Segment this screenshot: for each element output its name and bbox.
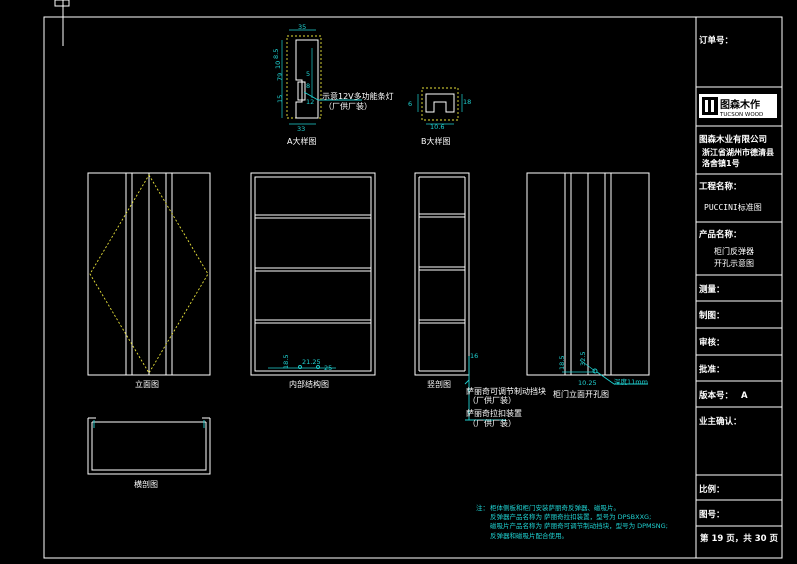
- approve-label: 批准：: [699, 364, 725, 375]
- logo-mark: [702, 97, 718, 115]
- logo-en: TUCSON WOOD: [719, 112, 763, 118]
- detail-b-dim-left: 6: [408, 100, 412, 108]
- review-label: 审核：: [699, 337, 725, 348]
- notes-line-3: 磁吸片产品名称为 萨丽奇可调节制动挡块，型号为 DPMSNG;: [490, 521, 668, 530]
- detail-a-dim-left-4: 15: [276, 95, 284, 103]
- detail-a-dim-left-3: 79: [276, 73, 284, 81]
- version-label: 版本号：: [698, 390, 733, 401]
- internal-title: 内部结构图: [289, 379, 329, 389]
- elevation-drawing: [87, 172, 211, 376]
- detail-a-note-2: （厂供厂装）: [324, 101, 372, 111]
- notes-line-2: 反弹器产品名称为 萨丽奇拉扣装置，型号为 DPSBXXG;: [490, 512, 651, 521]
- detail-a-note-1: 示意12V多功能条灯: [322, 91, 394, 101]
- horizontal-section-drawing: [87, 417, 211, 475]
- section-dim: 16: [470, 352, 478, 360]
- door-hole-title: 柜门立面开孔图: [553, 389, 609, 399]
- detail-a-title: A大样图: [287, 136, 316, 146]
- product-value-2: 开孔示意图: [714, 258, 754, 268]
- title-block-frame: [695, 16, 783, 559]
- detail-a-dim-mid-2: 8: [306, 82, 310, 90]
- notes-line-1: 柜体侧板和柜门安装萨丽奇反弹器、磁吸片。: [490, 503, 620, 512]
- detail-a-dim-bottom: 33: [297, 125, 305, 133]
- project-label: 工程名称：: [699, 181, 742, 192]
- company-address-1: 浙江省湖州市德清县: [702, 147, 774, 157]
- door-hole-drawing: [526, 172, 650, 385]
- detail-a-dim-mid-3: 12: [306, 98, 314, 106]
- drill-depth-callout: 深度11mm: [614, 377, 648, 386]
- door-dim-1: 18.5: [558, 356, 566, 370]
- logo-cn: 图森木作: [720, 98, 760, 111]
- title-block-rows: [696, 86, 782, 527]
- horizontal-section-title: 横剖图: [134, 479, 158, 489]
- hinge-callout-2: （厂供厂装）: [468, 395, 516, 405]
- scale-label: 比例：: [699, 484, 725, 495]
- internal-dim-2: 21.25: [302, 358, 321, 366]
- detail-a-dim-left-1: 8.5: [272, 49, 280, 59]
- detail-b-dim-right: 18: [463, 98, 471, 106]
- company-name: 图森木业有限公司: [699, 134, 767, 145]
- version-value: A: [741, 391, 748, 401]
- internal-structure-drawing: [250, 172, 376, 376]
- detail-a-dim-mid-1: 5: [306, 70, 310, 78]
- internal-dim-1: 18.5: [282, 355, 290, 369]
- draw-label: 制图：: [699, 310, 725, 321]
- drawing-no-label: 图号：: [699, 510, 725, 520]
- notes-prefix: 注：: [476, 503, 489, 512]
- sheet-frame: [43, 16, 783, 559]
- door-dim-3: 10.25: [578, 379, 597, 387]
- order-label: 订单号：: [699, 35, 733, 46]
- latch-callout-2: （厂供厂装）: [468, 418, 516, 428]
- product-label: 产品名称：: [699, 229, 742, 240]
- detail-b-dim-bottom: 10.6: [430, 123, 444, 131]
- product-value-1: 柜门反弹器: [714, 246, 754, 256]
- detail-a-dim-top: 35: [298, 23, 306, 31]
- project-value: PUCCINI标准图: [704, 202, 762, 212]
- page-number: 第 19 页，共 30 页: [700, 533, 778, 544]
- hinge-callout-1: 萨丽奇可调节制动挡块: [466, 386, 546, 396]
- door-dim-2: 32.5: [579, 352, 587, 366]
- cursor-box: [54, 0, 70, 7]
- detail-a-dim-left-2: 10: [274, 61, 282, 69]
- detail-a-drawing: [281, 29, 362, 125]
- detail-b-title: B大样图: [421, 136, 451, 146]
- owner-confirm-label: 业主确认：: [699, 416, 742, 427]
- section-title: 竖剖图: [427, 379, 451, 389]
- internal-dim-3: 25: [324, 364, 332, 372]
- elevation-title: 立面图: [135, 379, 159, 389]
- company-address-2: 洛舍镇1号: [702, 158, 740, 168]
- detail-b-drawing: [417, 87, 463, 125]
- survey-label: 测量：: [699, 284, 725, 295]
- vertical-section-drawing: [414, 172, 506, 421]
- latch-callout-1: 萨丽奇拉扣装置: [466, 408, 522, 418]
- notes-line-4: 反弹器和磁吸片配合使用。: [490, 531, 568, 540]
